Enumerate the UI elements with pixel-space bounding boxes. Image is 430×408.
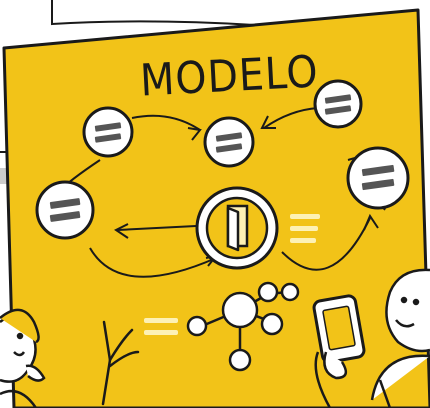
molecule-diagram — [186, 281, 300, 372]
hand-gesture — [101, 320, 140, 406]
equals-icon — [361, 164, 395, 191]
node-right — [346, 146, 410, 210]
text-lines-left — [144, 318, 178, 335]
equals-icon — [215, 132, 243, 153]
node-top-right — [313, 79, 363, 129]
equals-icon — [324, 94, 352, 115]
smartphone-icon — [312, 294, 366, 408]
board-title: MODELO — [139, 46, 320, 106]
connections — [47, 107, 393, 278]
node-left — [35, 180, 95, 240]
node-top-center — [203, 116, 255, 168]
text-lines-right — [290, 214, 320, 243]
equals-icon — [94, 122, 122, 143]
node-top-left — [82, 106, 134, 158]
person-left — [0, 308, 46, 408]
node-center — [195, 186, 279, 270]
door-icon — [226, 204, 249, 252]
person-right — [370, 268, 430, 408]
equals-icon — [49, 198, 81, 222]
